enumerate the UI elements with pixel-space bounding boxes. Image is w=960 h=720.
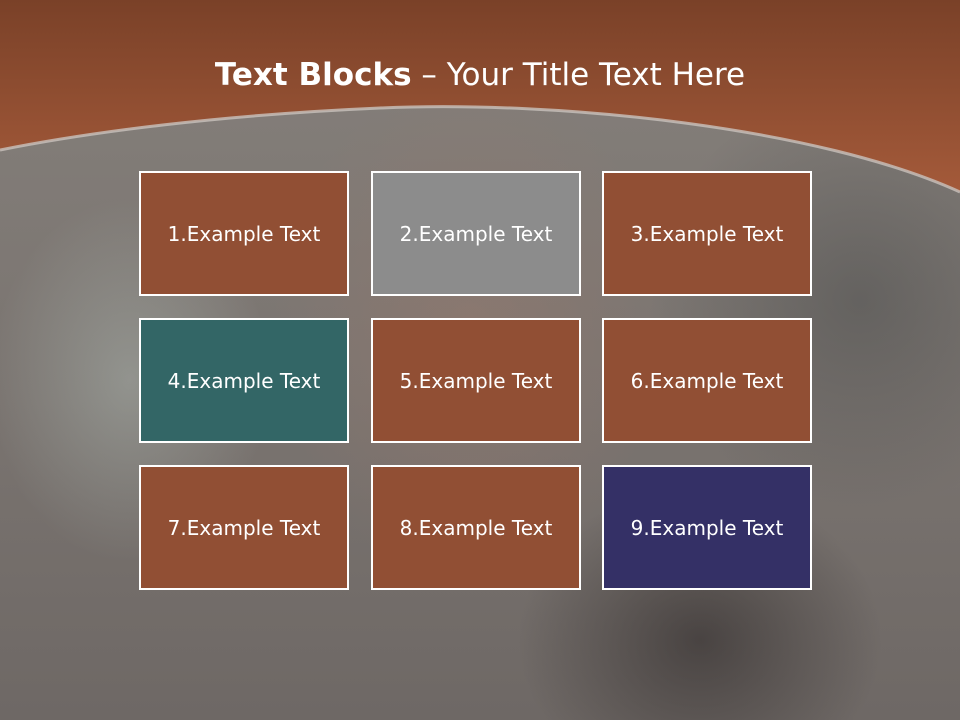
text-block-9[interactable]: 9.Example Text (602, 465, 812, 590)
header-banner (0, 0, 960, 194)
text-block-4[interactable]: 4.Example Text (139, 318, 349, 443)
title-bold-part: Text Blocks (214, 57, 412, 93)
text-block-8[interactable]: 8.Example Text (371, 465, 581, 590)
text-block-5[interactable]: 5.Example Text (371, 318, 581, 443)
text-block-label: 1.Example Text (167, 221, 321, 246)
text-block-label: 9.Example Text (630, 515, 784, 540)
slide-title: Text Blocks – Your Title Text Here (0, 50, 960, 100)
text-block-label: 4.Example Text (167, 368, 321, 393)
text-block-6[interactable]: 6.Example Text (602, 318, 812, 443)
text-block-2[interactable]: 2.Example Text (371, 171, 581, 296)
title-rest: Your Title Text Here (446, 57, 746, 93)
text-block-label: 2.Example Text (399, 221, 553, 246)
text-block-label: 5.Example Text (399, 368, 553, 393)
text-block-1[interactable]: 1.Example Text (139, 171, 349, 296)
text-block-7[interactable]: 7.Example Text (139, 465, 349, 590)
text-block-label: 8.Example Text (399, 515, 553, 540)
title-dash: – (411, 57, 447, 93)
text-block-label: 6.Example Text (630, 368, 784, 393)
text-block-label: 3.Example Text (630, 221, 784, 246)
text-block-3[interactable]: 3.Example Text (602, 171, 812, 296)
text-block-label: 7.Example Text (167, 515, 321, 540)
